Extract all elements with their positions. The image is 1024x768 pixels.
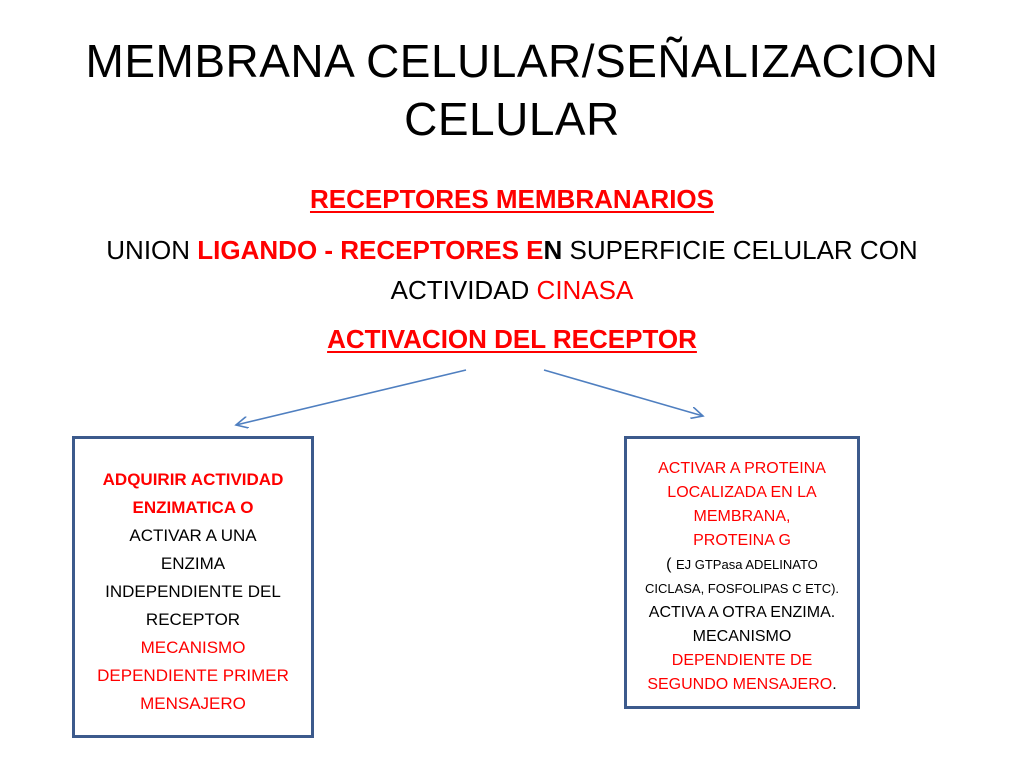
right-box-line: MECANISMO [692,628,792,645]
heading-receptores: RECEPTORES MEMBRANARIOS [309,184,714,214]
right-box: ACTIVAR A PROTEINA LOCALIZADA EN LA MEMB… [624,436,860,709]
left-box-line: ENZIMA [160,554,226,573]
left-box-line: ADQUIRIR ACTIVIDAD [102,470,284,489]
right-box-period: . [832,676,837,693]
body-text-part-3: N [543,235,563,265]
body-text-part-6: CINASA [536,275,634,305]
right-box-segundo: SEGUNDO MENSAJERO [647,676,833,693]
left-box-line: INDEPENDIENTE DEL [105,582,281,601]
left-box-line: MECANISMO [140,638,246,657]
right-box-line: DEPENDIENTE DE [671,652,813,669]
right-box-paren: ( [666,556,676,573]
right-box-line: LOCALIZADA EN LA [667,484,817,501]
slide-title: MEMBRANA CELULAR/SEÑALIZACION CELULAR [40,32,984,148]
right-box-line: SEGUNDO MENSAJERO. [627,673,857,697]
body-text-part-1: UNION [106,235,198,265]
right-box-line: ACTIVAR A PROTEINA [658,460,826,477]
arrow-right [543,369,703,416]
right-box-line: CICLASA, FOSFOLIPAS C ETC). [644,581,840,596]
right-box-example: EJ GTPasa ADELINATO [675,557,818,572]
body-text: UNION LIGANDO - RECEPTORES EN SUPERFICIE… [60,230,964,310]
right-box-line: ACTIVA A OTRA ENZIMA. [648,604,836,621]
left-box-line: DEPENDIENTE PRIMER [97,666,289,685]
body-text-part-4: SUPERFICIE CELULAR CON [562,235,918,265]
right-box-line: ( EJ GTPasa ADELINATO [627,553,857,577]
body-text-part-2: LIGANDO - RECEPTORES E [197,235,544,265]
slide-title-line-2: CELULAR [404,93,620,145]
left-box-line: MENSAJERO [140,694,246,713]
arrow-left [236,369,467,425]
left-box-line: RECEPTOR [145,610,241,629]
left-box: ADQUIRIR ACTIVIDAD ENZIMATICA O ACTIVAR … [72,436,314,738]
right-box-line: MEMBRANA, [693,508,791,525]
heading-activacion: ACTIVACION DEL RECEPTOR [327,324,697,354]
body-text-part-5: ACTIVIDAD [390,275,537,305]
left-box-line: ENZIMATICA O [132,498,254,517]
left-box-line: ACTIVAR A UNA [129,526,257,545]
slide-title-line-1: MEMBRANA CELULAR/SEÑALIZACION [85,35,939,87]
right-box-line: PROTEINA G [693,532,791,549]
